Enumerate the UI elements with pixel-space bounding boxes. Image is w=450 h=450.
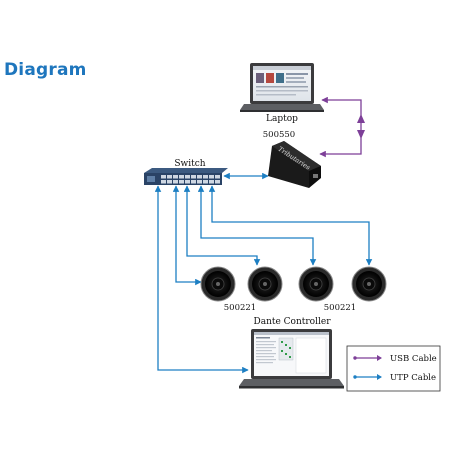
- legend-item-utp: UTP Cable: [353, 373, 436, 383]
- legend-item-usb: USB Cable: [353, 354, 437, 364]
- usb-cable-arrow-down: [357, 130, 365, 139]
- utp-cable-speaker-2: [183, 185, 261, 266]
- controller-laptop: [239, 329, 344, 389]
- legend-box: [346, 345, 441, 392]
- laptop-icon: [240, 63, 324, 112]
- adapter-label: 500550: [263, 130, 295, 140]
- speaker-2: [247, 266, 283, 302]
- utp-cables: [154, 172, 373, 374]
- laptop-label: Laptop: [266, 114, 298, 124]
- ceiling-speaker-icon: [351, 266, 387, 302]
- ceiling-speaker-icon: [298, 266, 334, 302]
- utp-cable-speaker-1: [172, 185, 202, 286]
- ceiling-speaker-icon: [200, 266, 236, 302]
- network-switch-icon: [144, 168, 228, 185]
- usb-cable-laptop-adapter: [319, 96, 362, 158]
- speaker-1: [200, 266, 236, 302]
- controller-label: Dante Controller: [253, 317, 331, 327]
- usb-cable-arrow-up: [357, 114, 365, 123]
- utp-cable-speaker-3: [197, 185, 317, 266]
- speaker-3: [298, 266, 334, 302]
- speaker-label-right: 500221: [324, 303, 356, 313]
- usb-dante-adapter-icon: [268, 141, 321, 188]
- utp-cable-speaker-4: [208, 185, 373, 266]
- legend: USB Cable UTP Cable: [346, 345, 441, 392]
- utp-cable-controller: [154, 185, 249, 374]
- speaker-4: [351, 266, 387, 302]
- laptop-icon: [239, 329, 344, 389]
- diagram-title: Diagram: [4, 60, 87, 80]
- legend-utp-label: UTP Cable: [390, 373, 436, 383]
- speaker-label-left: 500221: [224, 303, 256, 313]
- switch-label: Switch: [174, 159, 205, 169]
- ceiling-speaker-icon: [247, 266, 283, 302]
- legend-usb-label: USB Cable: [390, 354, 437, 364]
